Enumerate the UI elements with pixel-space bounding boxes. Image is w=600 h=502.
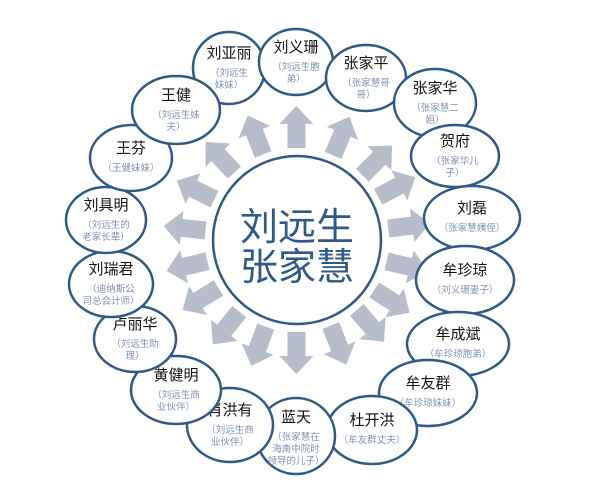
person-name: 肖洪有 (207, 401, 252, 419)
person-relation: （张家慧哥 (342, 77, 390, 89)
arrow-icon (210, 305, 247, 345)
person-name: 刘磊 (457, 199, 487, 217)
person-name: 蓝天 (281, 408, 311, 426)
arrow-icon (238, 115, 272, 158)
person-name: 刘瑞君 (88, 260, 133, 278)
person-relation: （王健妹妹） (102, 162, 159, 174)
person-name: 牟珍琼 (442, 261, 487, 279)
center-name-1: 刘远生 (240, 205, 354, 249)
person-relation: 子） (445, 167, 464, 179)
person-relation: （刘远生胞 (272, 61, 320, 73)
person-relation: 业伙伴） (157, 401, 195, 413)
person-name: 牟成斌 (435, 325, 480, 343)
person-name: 刘义珊 (273, 38, 318, 56)
person-relation: （张家慧姨侄） (439, 222, 506, 234)
person-node[interactable]: 王芬 （王健妹妹） (88, 123, 174, 193)
person-name: 王芬 (116, 139, 146, 157)
person-ellipse (325, 394, 419, 466)
person-relation: 司总会计师） (82, 295, 139, 307)
person-relation: （刘远生 (210, 67, 249, 79)
person-name: 刘亚丽 (206, 44, 251, 62)
person-relation: （张家华儿 (431, 155, 479, 167)
person-ellipse (64, 185, 148, 255)
center-name-2: 张家慧 (240, 245, 354, 289)
person-relation: （刘远生助 (111, 338, 159, 350)
arrows-layer (163, 106, 430, 374)
person-relation: （刘义珊妻子） (432, 284, 499, 296)
arrow-icon (166, 250, 210, 284)
arrow-icon (322, 322, 356, 365)
person-relation: （牟珍琼胞弟） (425, 348, 492, 360)
person-name: 张家平 (343, 54, 388, 72)
person-name: 刘具明 (83, 196, 128, 214)
arrow-icon (355, 145, 393, 182)
person-node[interactable]: 牟珍琼 （刘义珊妻子） (414, 244, 516, 316)
arrow-icon (205, 141, 241, 179)
arrow-icon (324, 116, 359, 159)
person-relation: 海南中院时 (272, 443, 320, 455)
person-node[interactable]: 刘磊 （张家慧姨侄） (422, 184, 522, 252)
person-relation: 妹妹） (215, 79, 244, 91)
arrow-icon (241, 323, 275, 366)
person-relation: 理） (125, 350, 144, 362)
center-node: 刘远生 张家慧 (211, 154, 383, 326)
person-name: 卢丽华 (112, 315, 157, 333)
person-relation: 哥） (356, 89, 375, 101)
arrow-icon (387, 208, 430, 243)
person-name: 张家华 (412, 79, 457, 97)
arrow-icon (163, 211, 207, 245)
person-name: 牟友群 (405, 374, 450, 392)
person-relation: （张家慧在 (272, 431, 320, 443)
arrow-icon (369, 282, 410, 318)
person-relation: （刘远生的 (82, 219, 130, 231)
center-circle (211, 154, 383, 326)
person-node[interactable]: 杜开洪 （牟友群丈夫） (325, 394, 419, 466)
person-relation: 姐） (425, 114, 444, 126)
person-relation: （刘远生商 (152, 389, 200, 401)
person-relation: （张家慧二 (411, 102, 459, 114)
person-name: 杜开洪 (349, 411, 394, 429)
person-relation: （牟珍琼妹妹） (395, 397, 462, 409)
person-relation: （刘远生妹 (152, 109, 200, 121)
person-ellipse (422, 184, 522, 252)
person-ellipse (88, 123, 174, 193)
arrow-icon (182, 280, 224, 315)
person-relation: （刘远生商 (206, 424, 254, 436)
arrow-icon (279, 331, 314, 374)
person-ellipse (129, 354, 223, 426)
person-relation: 夫） (166, 121, 185, 133)
person-relation: 弟） (286, 73, 305, 85)
person-name: 王健 (161, 86, 191, 104)
person-relation: 领导的儿子） (267, 455, 324, 467)
person-name: 贺府 (440, 132, 470, 150)
person-relation: （迪纳斯公 (87, 283, 135, 295)
person-ellipse (130, 74, 222, 146)
person-relation: 老家长辈） (82, 231, 130, 243)
arrow-icon (349, 304, 386, 342)
arrow-icon (176, 173, 219, 208)
person-name: 黄健明 (153, 366, 198, 384)
arrow-icon (374, 170, 416, 205)
arrow-icon (279, 106, 314, 149)
person-relation: 业伙伴） (211, 436, 249, 448)
person-ellipse (414, 244, 516, 316)
person-relation: （牟友群丈夫） (339, 434, 406, 446)
